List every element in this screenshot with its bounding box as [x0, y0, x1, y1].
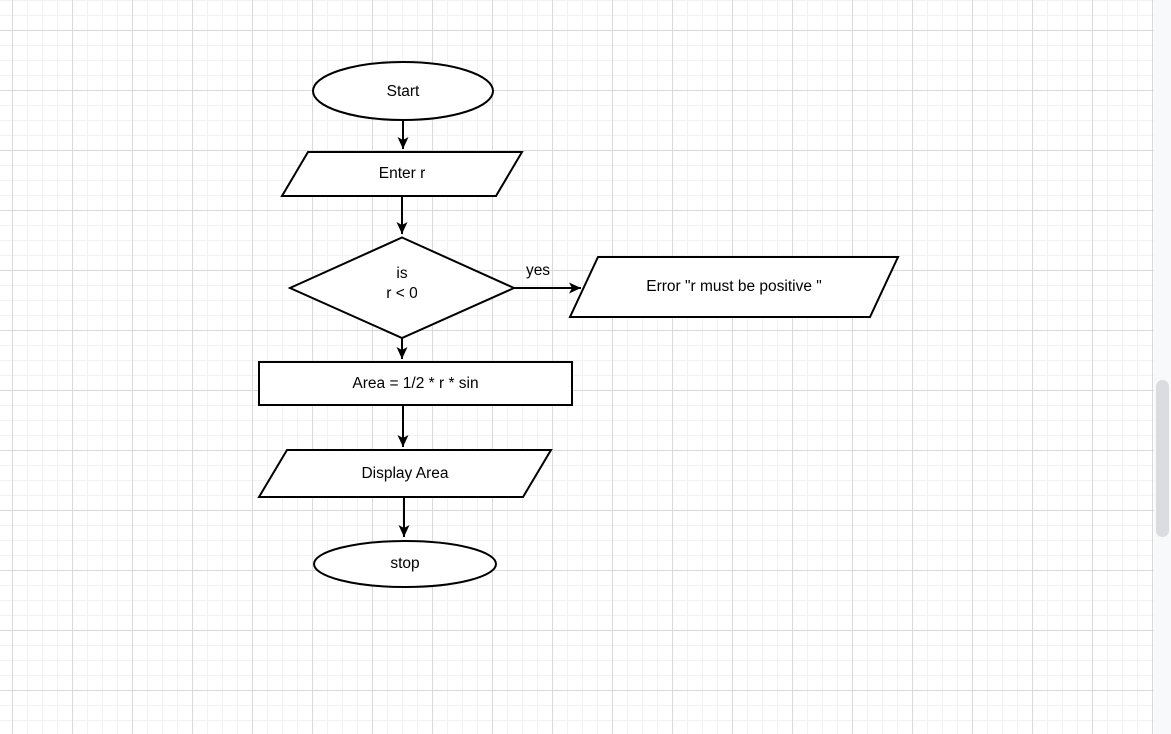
vertical-scrollbar-track[interactable] — [1154, 0, 1171, 734]
start-node[interactable] — [312, 61, 494, 121]
decision-node[interactable] — [287, 236, 517, 340]
area-node[interactable] — [258, 361, 573, 406]
error-node[interactable] — [568, 256, 900, 318]
enter-r-node[interactable] — [280, 151, 524, 197]
display-node[interactable] — [257, 449, 553, 498]
stop-node[interactable] — [313, 540, 497, 588]
vertical-scrollbar-thumb[interactable] — [1156, 380, 1169, 537]
